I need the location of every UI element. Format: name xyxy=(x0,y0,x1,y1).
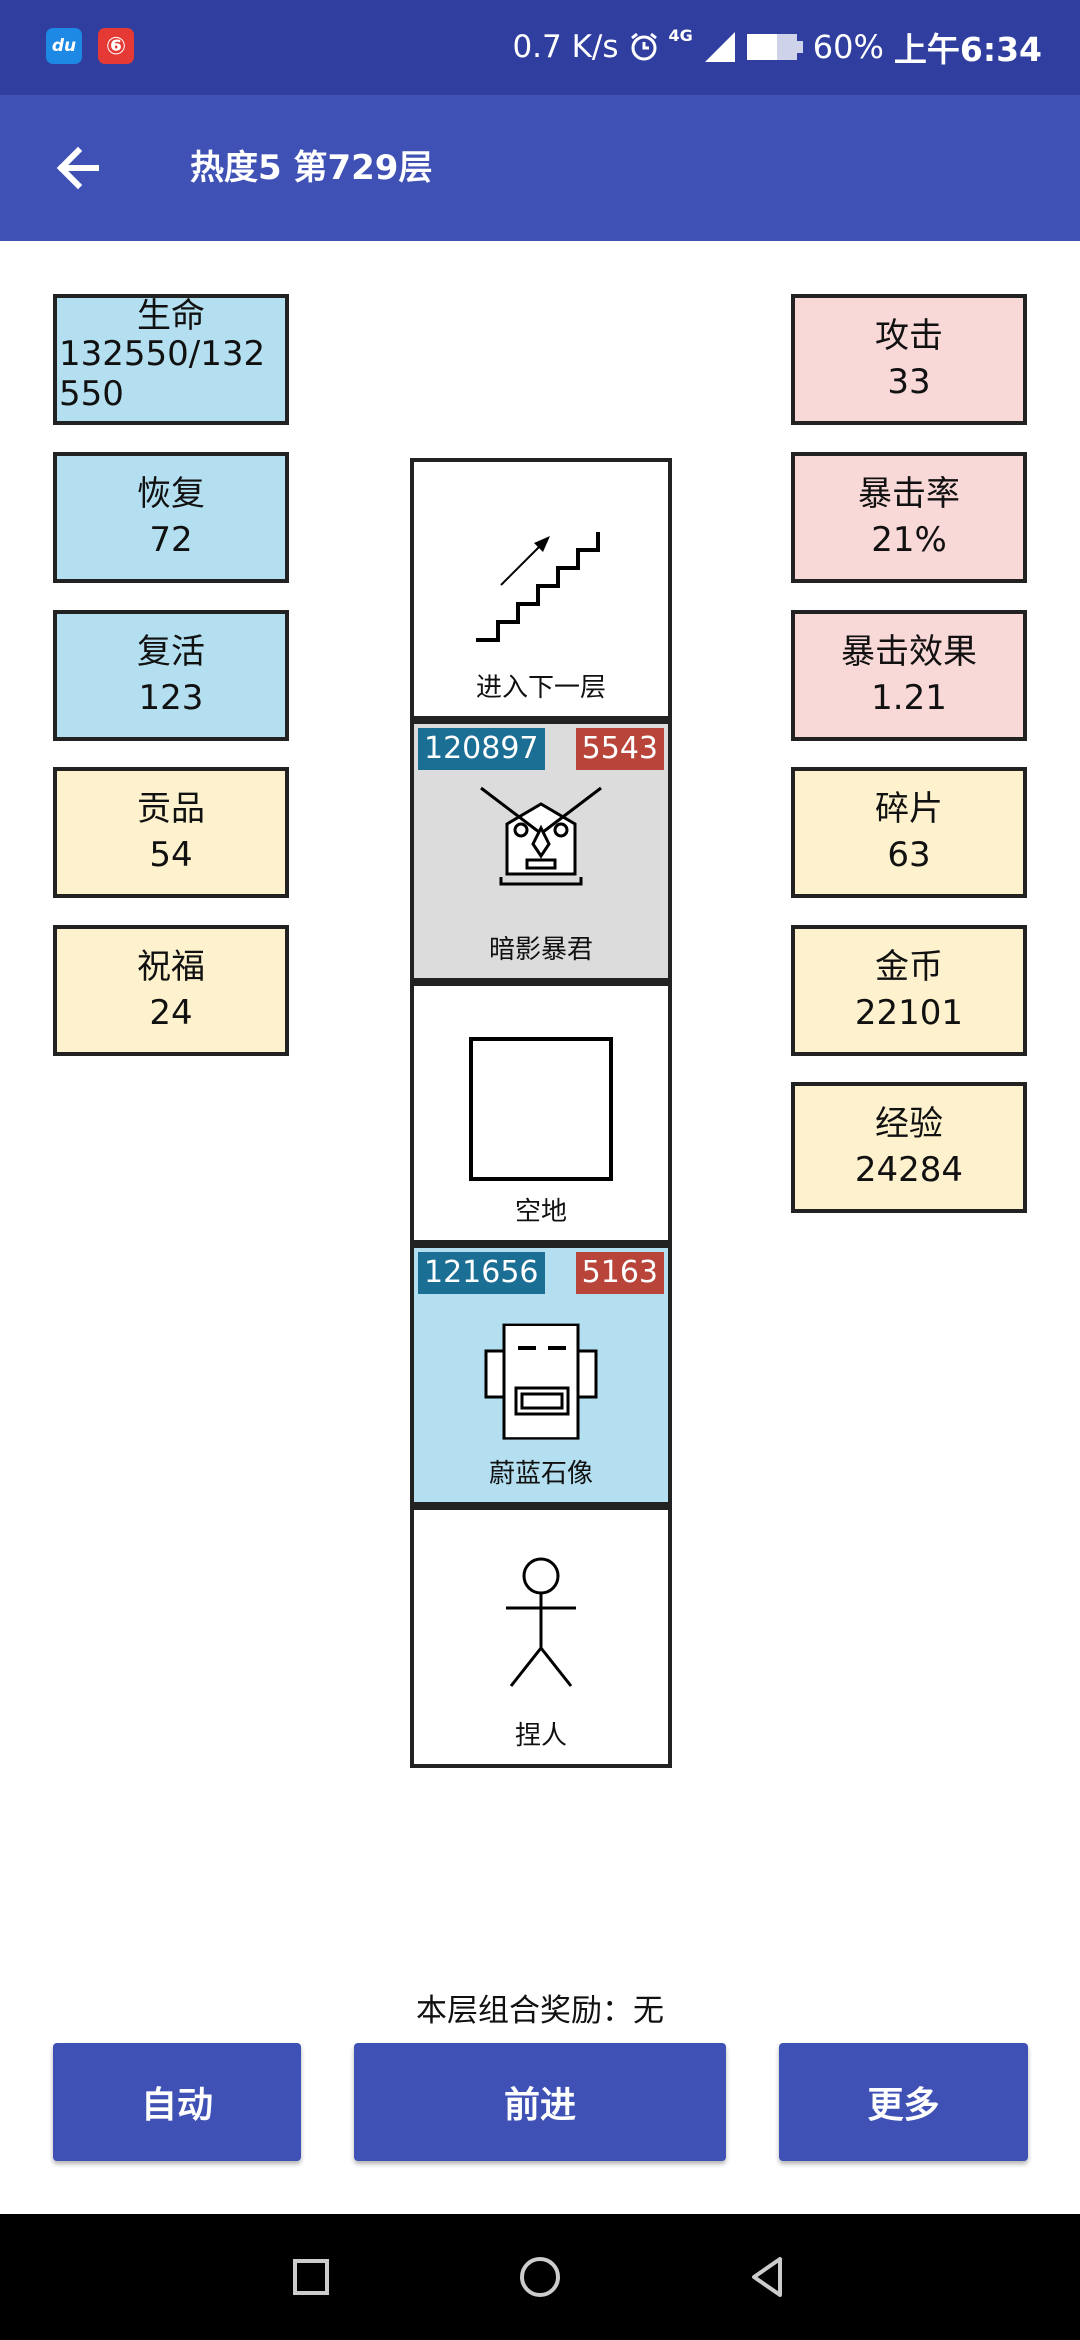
system-nav-bar xyxy=(0,2214,1080,2340)
stat-value: 123 xyxy=(138,677,204,718)
stat-label: 贡品 xyxy=(137,788,205,829)
stat-fragments: 碎片 63 xyxy=(791,767,1027,898)
stat-label: 祝福 xyxy=(137,946,205,987)
stat-value: 1.21 xyxy=(871,677,947,718)
page-title: 热度5 第729层 xyxy=(190,148,433,188)
stat-experience: 经验 24284 xyxy=(791,1082,1027,1213)
battery-icon xyxy=(746,34,803,60)
floor-bonus-text: 本层组合奖励：无 xyxy=(416,1993,664,2029)
stat-revive: 复活 123 xyxy=(53,610,289,741)
azure-statue-icon xyxy=(484,1323,598,1440)
cell-name: 蔚蓝石像 xyxy=(488,1459,593,1489)
stat-value: 21% xyxy=(871,519,947,560)
stat-crit-effect: 暴击效果 1.21 xyxy=(791,610,1027,741)
stat-value: 24 xyxy=(149,992,193,1033)
tower-column: 进入下一层 120897 5543 暗影暴君 空地 xyxy=(410,458,672,1770)
stat-value: 33 xyxy=(887,361,931,402)
stat-label: 攻击 xyxy=(875,315,943,356)
stat-blessing: 祝福 24 xyxy=(53,925,289,1056)
stairs-up-icon xyxy=(476,532,600,642)
stat-label: 恢复 xyxy=(137,473,205,514)
stat-life: 生命 132550/132550 xyxy=(53,294,289,425)
tower-cell-stairs[interactable]: 进入下一层 xyxy=(410,458,672,720)
stat-label: 金币 xyxy=(875,946,943,987)
stat-crit-rate: 暴击率 21% xyxy=(791,452,1027,583)
shadow-tyrant-icon xyxy=(480,786,602,886)
stat-label: 生命 xyxy=(137,296,205,336)
stat-attack: 攻击 33 xyxy=(791,294,1027,425)
alarm-icon xyxy=(630,32,657,61)
stat-tribute: 贡品 54 xyxy=(53,767,289,898)
stat-label: 暴击率 xyxy=(858,473,960,514)
stat-value: 63 xyxy=(887,834,931,875)
netease-music-icon: ⑥ xyxy=(98,28,134,64)
battery-percent: 60% xyxy=(812,28,884,66)
recents-icon[interactable] xyxy=(286,2252,336,2302)
back-icon[interactable] xyxy=(744,2252,794,2302)
auto-button[interactable]: 自动 xyxy=(53,2043,301,2161)
stat-gold: 金币 22101 xyxy=(791,925,1027,1056)
stat-label: 经验 xyxy=(875,1103,943,1144)
stat-value: 72 xyxy=(149,519,193,560)
stat-value: 24284 xyxy=(854,1149,964,1190)
tower-cell-empty[interactable]: 空地 xyxy=(410,982,672,1244)
clock: 上午6:34 xyxy=(893,30,1042,69)
stat-label: 碎片 xyxy=(875,788,943,829)
monster-attack-badge: 5543 xyxy=(575,728,664,770)
stat-recovery: 恢复 72 xyxy=(53,452,289,583)
cell-name: 捏人 xyxy=(514,1721,567,1751)
tower-cell-monster[interactable]: 120897 5543 暗影暴君 xyxy=(410,720,672,982)
stat-value: 54 xyxy=(149,834,193,875)
stat-value: 132550/132550 xyxy=(59,334,266,414)
tower-cell-monster[interactable]: 121656 5163 蔚蓝石像 xyxy=(410,1244,672,1506)
monster-attack-badge: 5163 xyxy=(575,1252,664,1294)
back-arrow-icon[interactable] xyxy=(50,138,110,198)
cell-name: 空地 xyxy=(514,1197,567,1227)
stick-figure-icon xyxy=(506,1557,576,1687)
network-speed: 0.7 K/s xyxy=(512,29,619,65)
advance-button[interactable]: 前进 xyxy=(354,2043,726,2161)
empty-square-icon xyxy=(469,1037,613,1181)
status-bar: du ⑥ 0.7 K/s 4G 60% 上午6:34 xyxy=(0,0,1080,95)
du-app-icon: du xyxy=(46,28,82,64)
app-bar: 热度5 第729层 xyxy=(0,95,1080,241)
stat-label: 暴击效果 xyxy=(841,631,977,672)
more-button[interactable]: 更多 xyxy=(779,2043,1028,2161)
signal-icon xyxy=(704,32,735,62)
monster-hp-badge: 120897 xyxy=(418,728,545,770)
cell-name: 进入下一层 xyxy=(475,673,606,703)
tower-cell-player[interactable]: 捏人 xyxy=(410,1506,672,1768)
network-type: 4G xyxy=(668,26,693,45)
stat-value: 22101 xyxy=(854,992,964,1033)
stat-label: 复活 xyxy=(137,631,205,672)
status-indicators: 0.7 K/s 4G 60% 上午6:34 xyxy=(512,22,1042,72)
monster-hp-badge: 121656 xyxy=(418,1252,545,1294)
cell-name: 暗影暴君 xyxy=(488,935,593,965)
home-icon[interactable] xyxy=(515,2252,565,2302)
